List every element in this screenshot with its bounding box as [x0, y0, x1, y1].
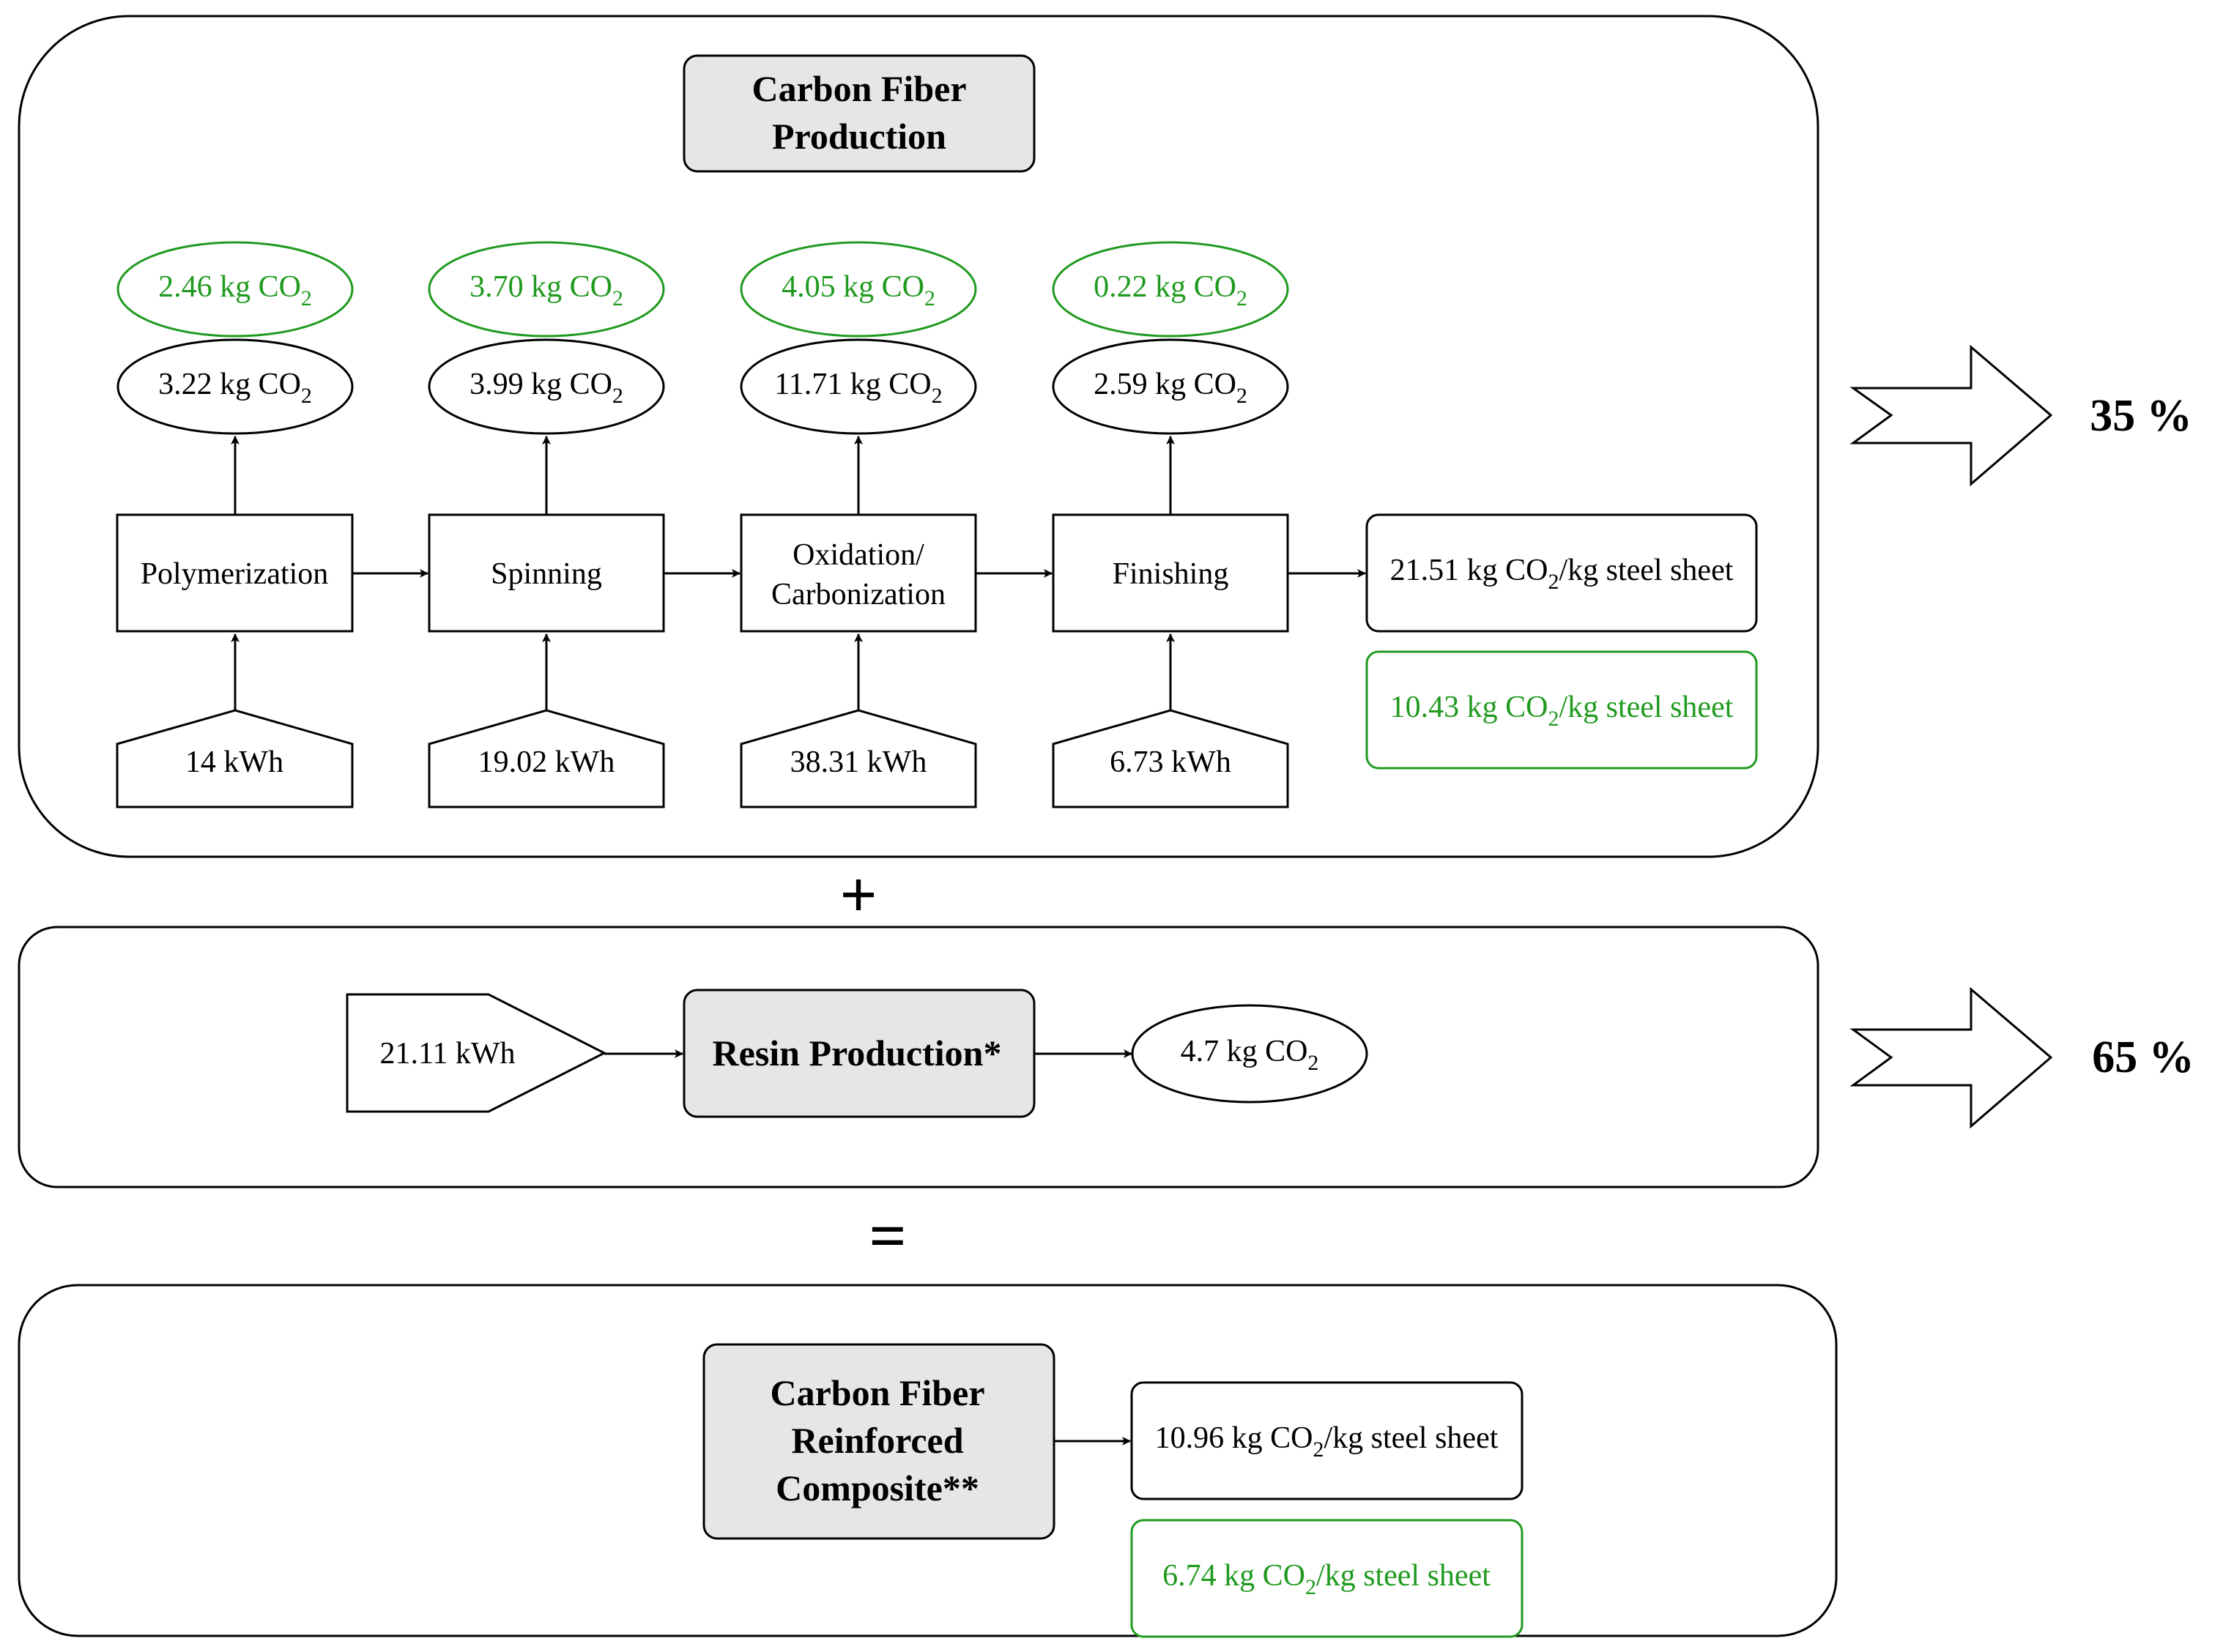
energy-input-shape	[116, 709, 354, 808]
cf-production-title-line-1: Carbon Fiber	[751, 68, 966, 109]
co2-green-label: 2.46 kg CO2	[158, 270, 312, 310]
process-label-line-1: Oxidation/	[793, 538, 924, 572]
process-label: Spinning	[491, 557, 602, 591]
composite-title-box: Carbon Fiber Reinforced Composite**	[702, 1343, 1055, 1540]
co2-black-label: 11.71 kg CO2	[774, 368, 942, 408]
resin-co2-ellipse	[1131, 1004, 1368, 1104]
cf-total-black-label: 21.51 kg CO2/kg steel sheet	[1390, 554, 1734, 594]
energy-input-shape	[1052, 709, 1289, 808]
co2-black-ellipse	[116, 338, 354, 435]
energy-input-shape	[428, 709, 665, 808]
energy-input-shape	[740, 709, 977, 808]
process-box	[116, 513, 354, 633]
composite-title-line-2: Reinforced	[791, 1420, 963, 1461]
process-box	[428, 513, 665, 633]
cf-total-green-label: 10.43 kg CO2/kg steel sheet	[1390, 691, 1734, 731]
co2-green-ellipse	[428, 241, 665, 338]
plus-sign: +	[839, 859, 877, 931]
equals-sign: =	[869, 1200, 906, 1273]
co2-green-ellipse	[740, 241, 977, 338]
cf-production-title-line-2: Production	[772, 116, 946, 157]
process-box	[740, 513, 977, 633]
composite-total-black-label: 10.96 kg CO2/kg steel sheet	[1155, 1421, 1499, 1462]
share-arrow-icon	[1849, 344, 2053, 487]
co2-black-ellipse	[1052, 338, 1289, 435]
co2-black-label: 3.22 kg CO2	[158, 368, 312, 408]
composite-total-green-label: 6.74 kg CO2/kg steel sheet	[1162, 1559, 1491, 1599]
cf-total-black-box: 21.51 kg CO2/kg steel sheet	[1365, 513, 1758, 633]
composite-title-line-3: Composite**	[776, 1467, 979, 1508]
co2-black-label: 3.99 kg CO2	[470, 368, 623, 408]
process-box	[1052, 513, 1289, 633]
resin-energy-input: 21.11 kWh	[346, 993, 607, 1113]
step-oxidation-carbonization: 4.05 kg CO2 11.71 kg CO2 Oxidation/ Carb…	[740, 241, 977, 808]
process-label-line-2: Carbonization	[771, 578, 946, 611]
composite-total-green-box: 6.74 kg CO2/kg steel sheet	[1130, 1519, 1524, 1638]
energy-label: 14 kWh	[185, 745, 283, 779]
co2-green-label: 4.05 kg CO2	[782, 270, 935, 310]
step-spinning: 3.70 kg CO2 3.99 kg CO2 Spinning 19.02 k…	[428, 241, 665, 808]
cf-production-container	[18, 15, 1819, 858]
resin-production-box: Resin Production*	[683, 989, 1036, 1118]
co2-black-ellipse	[740, 338, 977, 435]
energy-label: 38.31 kWh	[790, 745, 927, 779]
cf-total-green-box: 10.43 kg CO2/kg steel sheet	[1365, 650, 1758, 770]
composite-total-black-box: 10.96 kg CO2/kg steel sheet	[1130, 1381, 1524, 1500]
co2-green-ellipse	[116, 241, 354, 338]
resin-production-title: Resin Production*	[713, 1032, 1002, 1074]
cf-production-title-box: Carbon Fiber Production	[683, 54, 1036, 173]
co2-green-label: 0.22 kg CO2	[1094, 270, 1247, 310]
co2-black-label: 2.59 kg CO2	[1094, 368, 1247, 408]
energy-label: 6.73 kWh	[1110, 745, 1231, 779]
resin-share-percent: 65 %	[2092, 1032, 2194, 1082]
cf-share-percent: 35 %	[2090, 391, 2192, 441]
share-arrow-icon	[1849, 986, 2053, 1129]
resin-energy-label: 21.11 kWh	[379, 1037, 515, 1071]
co2-black-ellipse	[428, 338, 665, 435]
process-label: Finishing	[1113, 557, 1229, 591]
process-label: Polymerization	[141, 557, 329, 591]
energy-label: 19.02 kWh	[478, 745, 615, 779]
composite-title-line-1: Carbon Fiber	[770, 1372, 984, 1413]
step-finishing: 0.22 kg CO2 2.59 kg CO2 Finishing 6.73 k…	[1052, 241, 1289, 808]
co2-green-label: 3.70 kg CO2	[470, 270, 623, 310]
co2-green-ellipse	[1052, 241, 1289, 338]
resin-co2-label: 4.7 kg CO2	[1181, 1035, 1319, 1075]
step-polymerization: 2.46 kg CO2 3.22 kg CO2 Polymerization 1…	[116, 241, 354, 808]
